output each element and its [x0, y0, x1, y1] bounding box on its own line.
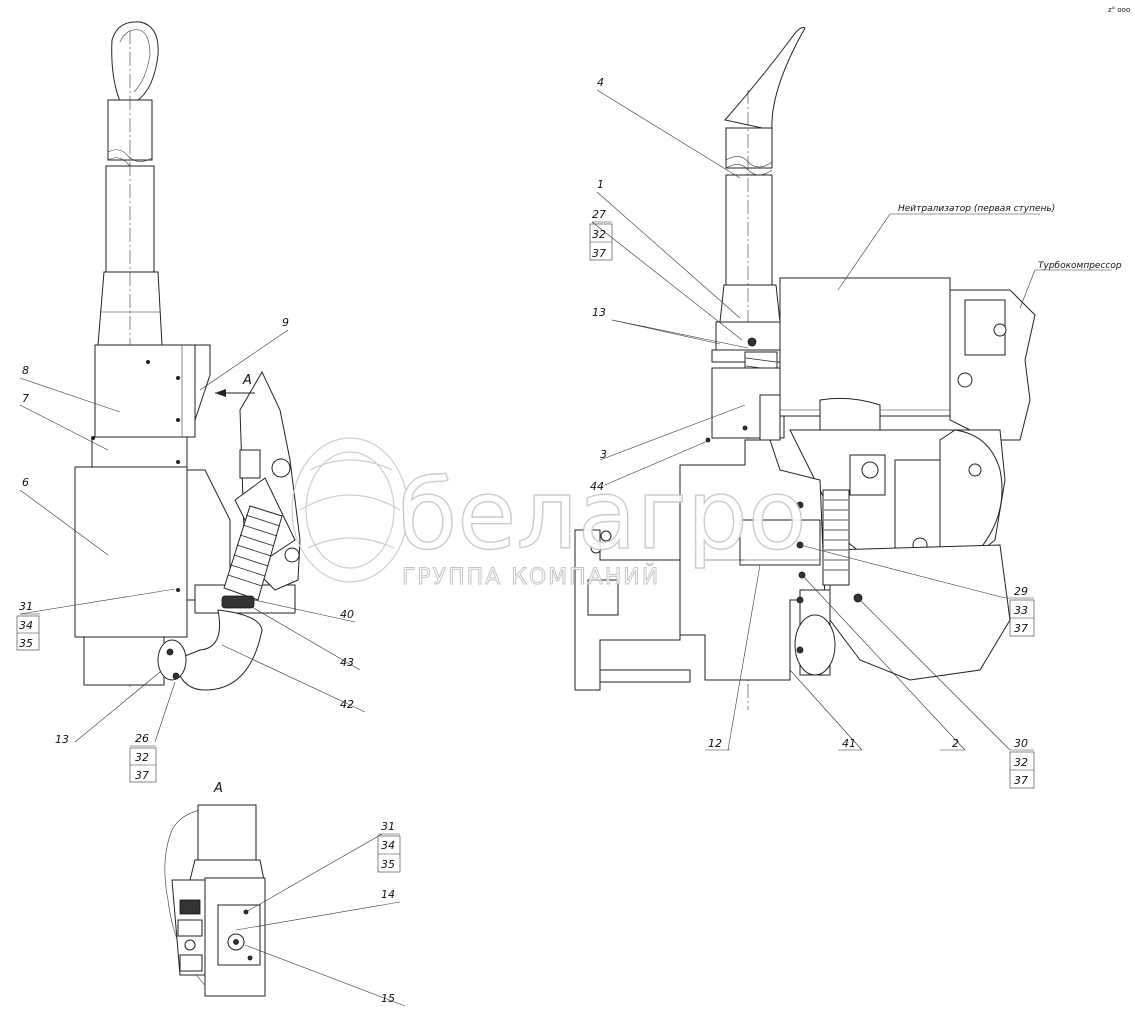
flex-hose-left [223, 477, 296, 601]
turbocharger-label: Турбокомпрессор [1038, 261, 1122, 271]
callout-30: 30 [1014, 737, 1028, 750]
callout-6: 6 [22, 476, 29, 489]
right-labels: 4 1 27 32 37 13 3 44 Нейтрализатор (перв… [590, 76, 1122, 787]
callout-1: 1 [597, 178, 604, 191]
detail-view-a [164, 804, 266, 997]
callout-35: 35 [19, 637, 33, 650]
callout-29: 29 [1014, 585, 1028, 598]
callout-13: 13 [55, 733, 69, 746]
callout-27: 27 [592, 208, 606, 221]
callout-41: 41 [842, 737, 856, 750]
view-a-marker: A [242, 373, 252, 388]
right-leaders [589, 89, 1112, 789]
callout-9: 9 [282, 316, 289, 329]
callout-37-upper: 37 [592, 247, 606, 260]
callout-42: 42 [340, 698, 354, 711]
callout-43: 43 [340, 656, 354, 669]
left-labels: 9 A 8 7 6 31 34 35 40 43 42 13 26 32 37 [19, 316, 354, 782]
callout-32-lower: 32 [1014, 756, 1028, 769]
detail-callout-35: 35 [381, 858, 395, 871]
detail-labels: А 31 34 35 14 15 [213, 781, 395, 1005]
callout-37-lower: 37 [1014, 774, 1028, 787]
callout-8: 8 [22, 364, 29, 377]
callout-31: 31 [19, 600, 33, 613]
corner-mark: z° ooo [1108, 6, 1130, 14]
callout-26: 26 [135, 732, 149, 745]
callout-4: 4 [597, 76, 604, 89]
watermark-subtitle: ГРУППА КОМПАНИЙ [402, 564, 660, 590]
callout-2: 2 [952, 737, 959, 750]
callout-37: 37 [135, 769, 149, 782]
left-view [74, 21, 301, 691]
callout-12: 12 [708, 737, 722, 750]
detail-leaders [235, 833, 406, 1007]
callout-13-right: 13 [592, 306, 606, 319]
neutralizer-label: Нейтрализатор (первая ступень) [898, 204, 1055, 214]
watermark-logo: белагро ГРУППА КОМПАНИЙ [291, 437, 807, 591]
fastener-dots [91, 360, 180, 592]
right-fasteners [705, 337, 863, 654]
callout-33: 33 [1014, 604, 1028, 617]
detail-callout-31: 31 [381, 820, 395, 833]
detail-callout-15: 15 [381, 992, 395, 1005]
callout-3: 3 [600, 448, 607, 461]
callout-40: 40 [340, 608, 354, 621]
callout-32: 32 [135, 751, 149, 764]
callout-44: 44 [590, 480, 604, 493]
detail-callout-14: 14 [381, 888, 395, 901]
callout-34: 34 [19, 619, 33, 632]
left-leaders [16, 329, 366, 783]
callout-7: 7 [22, 392, 29, 405]
callout-37-mid: 37 [1014, 622, 1028, 635]
detail-callout-34: 34 [381, 839, 395, 852]
right-view [574, 27, 1036, 710]
watermark-brand: белагро [398, 459, 807, 571]
detail-a-title: А [213, 781, 223, 796]
callout-32-upper: 32 [592, 228, 606, 241]
